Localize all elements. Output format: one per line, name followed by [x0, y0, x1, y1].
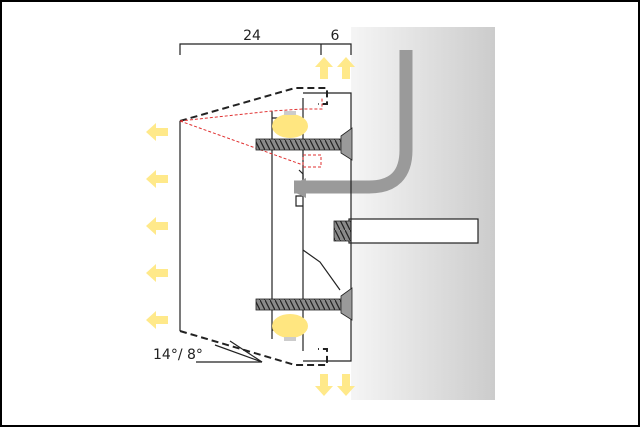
tilt-angle-label: 14°/ 8° [153, 347, 203, 363]
cable-pipe [294, 50, 413, 194]
screw-bottom [255, 287, 353, 321]
cover-outline [179, 87, 328, 366]
lamp-icon [272, 111, 308, 138]
gap-dimension: 6 [331, 28, 340, 44]
depth-dimension: 24 [243, 28, 261, 44]
wall [351, 27, 495, 400]
tilt-indicator [196, 340, 263, 363]
anchor-thread [333, 220, 352, 242]
pipe-fitting [294, 178, 306, 198]
dimension-line [179, 43, 352, 55]
inner-reflector [179, 98, 323, 168]
anchor-rod [348, 218, 479, 244]
screw-top [255, 127, 353, 161]
lamp-icon [272, 314, 308, 341]
